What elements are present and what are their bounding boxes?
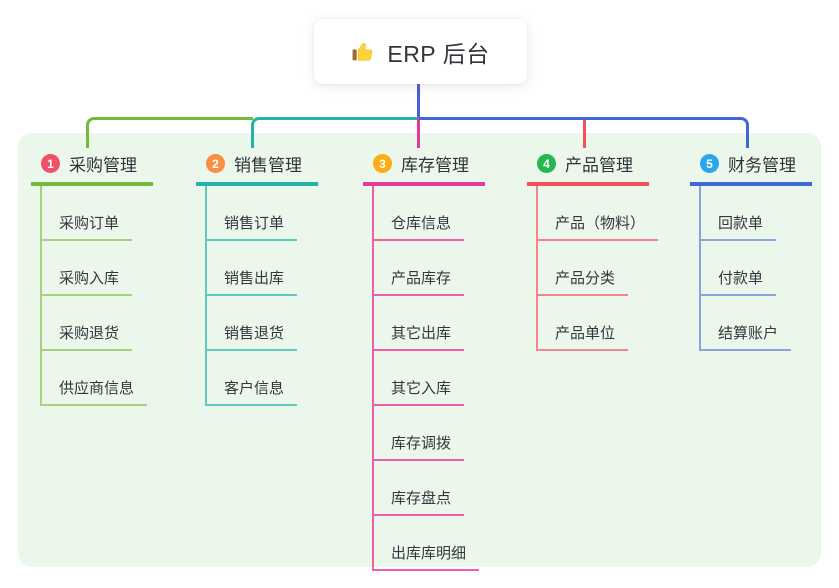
child-node[interactable]: 产品库存 [374, 241, 479, 296]
branch-number-badge: 4 [537, 154, 556, 173]
child-node-label: 出库库明细 [374, 542, 480, 571]
branch-node-2[interactable]: 2 销售管理 [196, 148, 318, 186]
branch-children: 采购订单采购入库采购退货供应商信息 [40, 186, 148, 406]
root-node-label: ERP 后台 [387, 40, 490, 67]
child-node-label: 采购退货 [42, 322, 133, 351]
child-node[interactable]: 回款单 [701, 186, 791, 241]
drop-connector-branch-4 [583, 120, 586, 148]
child-node-label: 其它入库 [374, 377, 465, 406]
branch-node-3[interactable]: 3 库存管理 [363, 148, 485, 186]
child-node[interactable]: 采购订单 [42, 186, 147, 241]
child-node-label: 采购入库 [42, 267, 133, 296]
child-node[interactable]: 采购退货 [42, 296, 147, 351]
child-node[interactable]: 仓库信息 [374, 186, 479, 241]
branch-number-badge: 3 [373, 154, 392, 173]
child-node-label: 库存调拨 [374, 432, 465, 461]
child-node-label: 供应商信息 [42, 377, 148, 406]
branch-column-2: 2 销售管理销售订单销售出库销售退货客户信息 [196, 148, 318, 406]
branch-number-badge: 5 [700, 154, 719, 173]
child-node[interactable]: 采购入库 [42, 241, 147, 296]
child-node-label: 产品分类 [538, 267, 629, 296]
branch-number-badge: 1 [41, 154, 60, 173]
thumbs-up-icon [351, 39, 376, 64]
branch-label: 采购管理 [69, 156, 137, 175]
child-node[interactable]: 销售订单 [207, 186, 298, 241]
trunk-connector-branch-2 [251, 117, 419, 148]
trunk-connector-branch-1 [86, 117, 253, 148]
child-node[interactable]: 产品（物料） [538, 186, 659, 241]
child-node[interactable]: 出库库明细 [374, 516, 480, 571]
branch-children: 仓库信息产品库存其它出库其它入库库存调拨库存盘点出库库明细 [372, 186, 480, 571]
branch-column-4: 4 产品管理产品（物料） 产品分类产品单位 [527, 148, 659, 351]
child-node[interactable]: 销售出库 [207, 241, 298, 296]
child-node[interactable]: 客户信息 [207, 351, 298, 406]
child-node[interactable]: 其它入库 [374, 351, 479, 406]
root-stem-connector [417, 84, 420, 119]
child-node[interactable]: 付款单 [701, 241, 791, 296]
branch-children: 产品（物料） 产品分类产品单位 [536, 186, 659, 351]
branch-label: 库存管理 [401, 156, 469, 175]
branch-children: 销售订单销售出库销售退货客户信息 [205, 186, 298, 406]
child-node-label: 销售退货 [207, 322, 298, 351]
branch-column-1: 1 采购管理采购订单采购入库采购退货供应商信息 [31, 148, 153, 406]
child-node-label: 客户信息 [207, 377, 298, 406]
child-node[interactable]: 库存调拨 [374, 406, 479, 461]
child-node-label: 销售出库 [207, 267, 298, 296]
child-node[interactable]: 供应商信息 [42, 351, 148, 406]
child-node-label: 其它出库 [374, 322, 465, 351]
child-node-label: 付款单 [701, 267, 777, 296]
drop-connector-branch-3 [417, 118, 420, 148]
branch-node-4[interactable]: 4 产品管理 [527, 148, 649, 186]
child-node[interactable]: 库存盘点 [374, 461, 479, 516]
trunk-connector-branch-5 [419, 117, 749, 148]
child-node[interactable]: 产品单位 [538, 296, 658, 351]
child-node-label: 结算账户 [701, 322, 792, 351]
branch-children: 回款单付款单结算账户 [699, 186, 792, 351]
child-node-label: 销售订单 [207, 212, 298, 241]
child-node[interactable]: 结算账户 [701, 296, 792, 351]
branch-column-5: 5 财务管理回款单付款单结算账户 [690, 148, 812, 351]
child-node[interactable]: 销售退货 [207, 296, 298, 351]
child-node-label: 产品库存 [374, 267, 465, 296]
branch-label: 销售管理 [234, 156, 302, 175]
child-node-label: 产品单位 [538, 322, 629, 351]
child-node-label: 产品（物料） [538, 212, 659, 241]
branch-node-5[interactable]: 5 财务管理 [690, 148, 812, 186]
child-node[interactable]: 其它出库 [374, 296, 479, 351]
child-node-label: 回款单 [701, 212, 777, 241]
child-node-label: 仓库信息 [374, 212, 465, 241]
child-node-label: 库存盘点 [374, 487, 465, 516]
child-node[interactable]: 产品分类 [538, 241, 658, 296]
branch-column-3: 3 库存管理仓库信息产品库存其它出库其它入库库存调拨库存盘点出库库明细 [363, 148, 485, 571]
branch-node-1[interactable]: 1 采购管理 [31, 148, 153, 186]
child-node-label: 采购订单 [42, 212, 133, 241]
branch-label: 产品管理 [565, 156, 633, 175]
root-node[interactable]: ERP 后台 [314, 19, 527, 84]
branch-label: 财务管理 [728, 156, 796, 175]
branch-number-badge: 2 [206, 154, 225, 173]
